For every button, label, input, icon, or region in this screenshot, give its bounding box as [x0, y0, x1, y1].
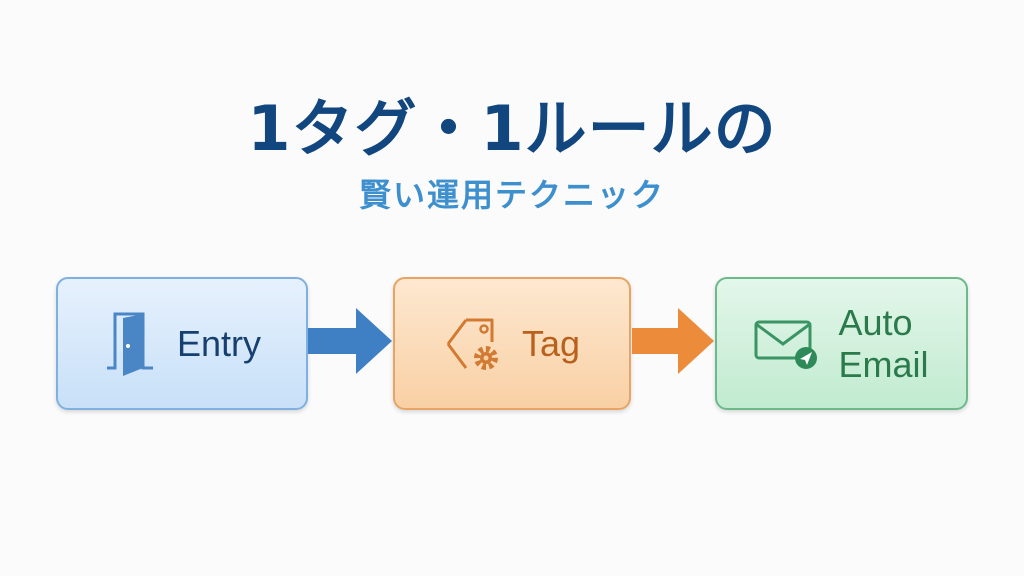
- step-entry: Entry: [56, 277, 308, 410]
- step-auto-email: Auto Email: [715, 277, 968, 410]
- step-label: Auto Email: [838, 302, 928, 386]
- arrow-right-icon: [308, 308, 392, 374]
- step-label-line2: Email: [838, 343, 929, 385]
- page-subtitle: 賢い運用テクニック: [358, 176, 665, 214]
- step-label-line1: Auto: [838, 301, 913, 343]
- step-tag: Tag: [393, 277, 631, 410]
- step-label: Tag: [521, 322, 581, 364]
- step-label: Entry: [176, 322, 262, 364]
- tag-gear-icon: [446, 318, 498, 370]
- door-icon: [106, 312, 153, 376]
- arrow-right-icon: [632, 308, 714, 374]
- page-title: 1タグ・1ルールの: [247, 92, 777, 165]
- email-send-icon: [754, 320, 818, 369]
